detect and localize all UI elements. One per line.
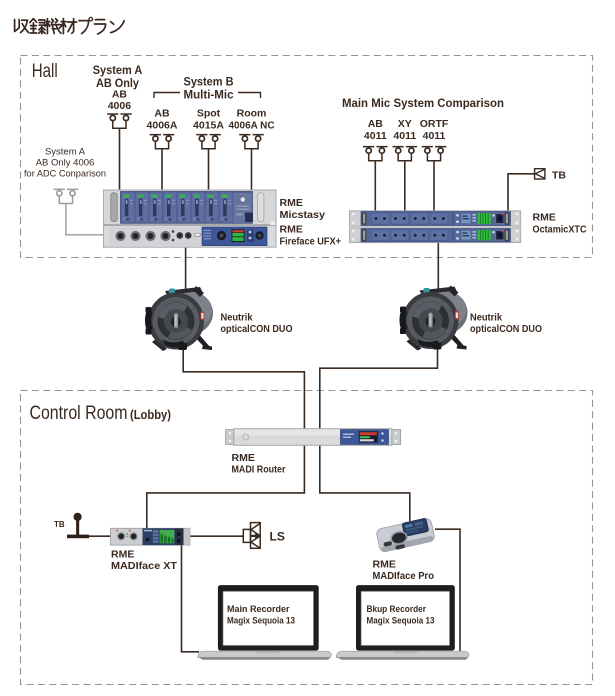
svg-text:MADIface Pro: MADIface Pro — [373, 570, 435, 582]
svg-text:RME: RME — [232, 452, 255, 464]
svg-text:RME: RME — [280, 197, 303, 209]
svg-text:Magix Sequoia 13: Magix Sequoia 13 — [227, 616, 295, 626]
svg-text:OctamicXTC: OctamicXTC — [533, 224, 587, 236]
svg-text:Control Room: Control Room — [30, 403, 128, 424]
svg-text:RME: RME — [533, 212, 556, 224]
svg-text:RME: RME — [373, 559, 396, 571]
svg-text:AB Only: AB Only — [96, 76, 139, 90]
svg-text:System A: System A — [45, 147, 86, 158]
svg-text:Bkup Recorder: Bkup Recorder — [367, 604, 427, 614]
svg-text:TB: TB — [54, 520, 65, 529]
svg-text:MADIface XT: MADIface XT — [111, 560, 178, 572]
svg-text:AB: AB — [112, 89, 128, 101]
svg-text:4006: 4006 — [108, 100, 132, 112]
svg-text:System A: System A — [93, 63, 143, 77]
svg-text:opticalCON DUO: opticalCON DUO — [470, 324, 542, 335]
svg-text:4006A NC: 4006A NC — [229, 120, 275, 132]
svg-text:Magix Sequoia 13: Magix Sequoia 13 — [367, 616, 435, 626]
svg-text:RME: RME — [111, 549, 134, 561]
svg-text:AB: AB — [368, 118, 384, 130]
svg-text:opticalCON DUO: opticalCON DUO — [221, 324, 293, 335]
svg-text:ORTF: ORTF — [420, 118, 449, 130]
svg-text:4011: 4011 — [393, 130, 416, 142]
svg-text:Micstasy: Micstasy — [280, 209, 326, 221]
svg-text:Multi-Mic: Multi-Mic — [184, 88, 234, 102]
svg-text:TB: TB — [552, 170, 566, 182]
svg-text:4006A: 4006A — [147, 120, 178, 132]
svg-text:Hall: Hall — [32, 61, 58, 82]
svg-text:AB Only 4006: AB Only 4006 — [36, 158, 95, 169]
svg-text:Fireface UFX+: Fireface UFX+ — [280, 236, 342, 248]
svg-text:Neutrik: Neutrik — [470, 313, 502, 324]
svg-text:Spot: Spot — [197, 108, 221, 120]
svg-text:System B: System B — [184, 75, 234, 89]
svg-text:Main Recorder: Main Recorder — [227, 604, 290, 614]
svg-text:for ADC Conparison: for ADC Conparison — [24, 169, 106, 180]
svg-text:Room: Room — [237, 108, 267, 120]
svg-text:LS: LS — [270, 530, 285, 544]
svg-text:Neutrik: Neutrik — [221, 313, 253, 324]
svg-text:4015A: 4015A — [193, 120, 224, 132]
svg-text:(Lobby): (Lobby) — [130, 407, 171, 422]
svg-text:RME: RME — [280, 224, 303, 236]
svg-text:Main Mic System Comparison: Main Mic System Comparison — [342, 96, 504, 110]
svg-text:AB: AB — [154, 108, 170, 120]
svg-text:MADI Router: MADI Router — [232, 464, 286, 476]
svg-text:XY: XY — [398, 118, 412, 130]
svg-text:4011: 4011 — [364, 130, 387, 142]
svg-text:4011: 4011 — [423, 130, 446, 142]
